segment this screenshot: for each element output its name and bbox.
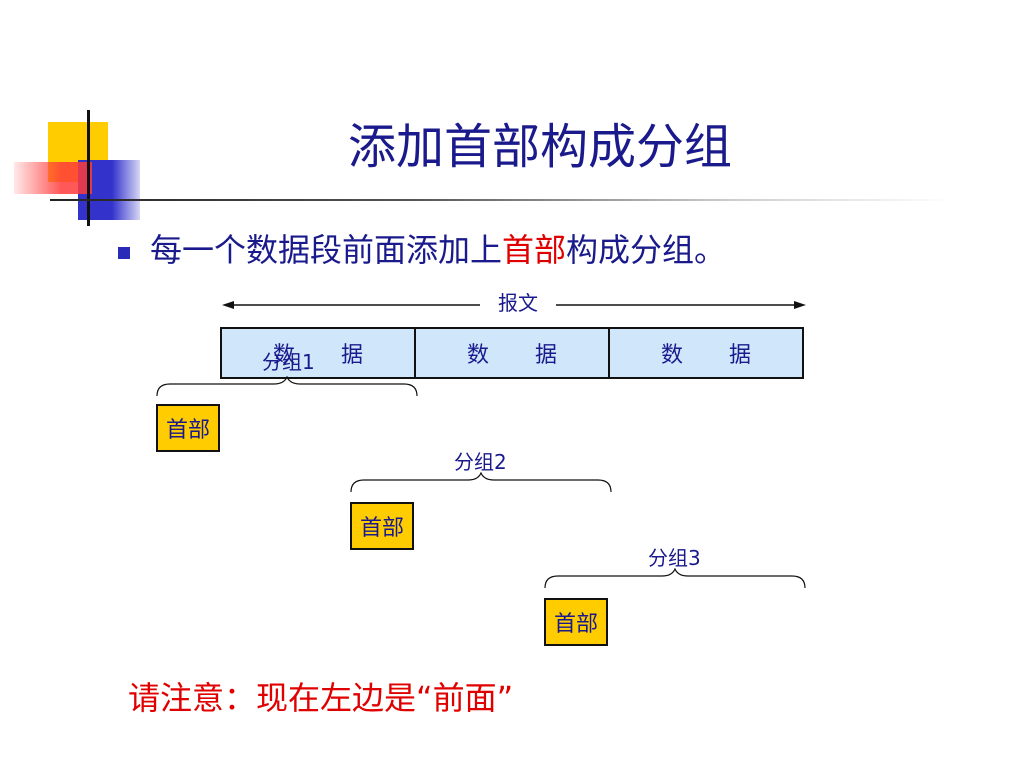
bullet-suffix: 构成分组。 <box>566 231 727 269</box>
group-3-header-box: 首部 <box>544 598 608 646</box>
bullet-text: 每一个数据段前面添加上首部构成分组。 <box>150 226 726 274</box>
data-cell: 数据 <box>222 329 414 377</box>
group-2-brace <box>350 472 612 493</box>
data-cell-left: 数 <box>466 343 489 368</box>
data-cell-right: 据 <box>729 343 752 368</box>
group-1-label: 分组1 <box>262 350 315 374</box>
group-1-header-box: 首部 <box>156 404 220 452</box>
group-3-label: 分组3 <box>648 546 701 570</box>
data-row: 数据 数据 数据 <box>220 327 804 379</box>
data-cell-left: 数 <box>660 343 683 368</box>
data-cell-left: 数 <box>272 343 295 368</box>
data-cell-right: 据 <box>535 343 558 368</box>
data-cell-right: 据 <box>341 343 364 368</box>
bullet-highlight: 首部 <box>502 231 567 269</box>
group-2-label: 分组2 <box>454 450 507 474</box>
bullet-prefix: 每一个数据段前面添加上 <box>150 231 503 269</box>
group-1-brace <box>156 376 418 397</box>
group-2-header-box: 首部 <box>350 502 414 550</box>
group-3-brace <box>544 568 806 589</box>
message-label: 报文 <box>480 288 556 318</box>
note-text: 请注意：现在左边是“前面” <box>128 679 514 717</box>
slide-title: 添加首部构成分组 <box>347 119 732 175</box>
data-cell: 数据 <box>414 329 608 377</box>
bullet-icon <box>118 247 130 259</box>
decor-vertical-line <box>87 110 90 226</box>
title-divider <box>50 199 955 201</box>
decor-red-bar <box>14 162 92 194</box>
data-cell: 数据 <box>608 329 802 377</box>
